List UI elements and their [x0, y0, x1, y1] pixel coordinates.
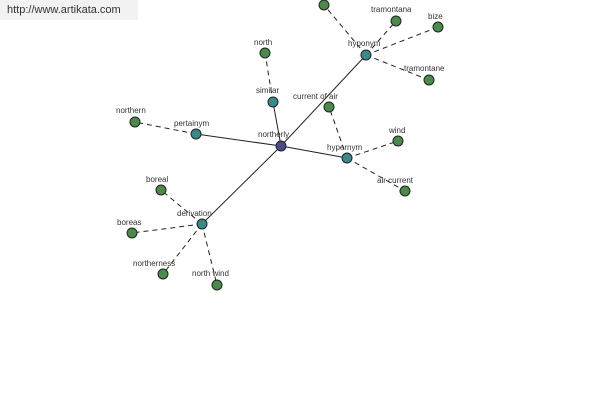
- edge-pertainym-to-northern: [134, 121, 197, 135]
- node-northerness[interactable]: [157, 268, 169, 280]
- nodes-layer: [126, 0, 444, 291]
- node-north-wind[interactable]: [211, 279, 223, 291]
- node-boreal[interactable]: [155, 184, 167, 196]
- edge-northerly-to-pertainym: [195, 133, 282, 147]
- node-northern[interactable]: [129, 116, 141, 128]
- node-bize[interactable]: [432, 21, 444, 33]
- node-boreas[interactable]: [126, 227, 138, 239]
- node-label-northern: northern: [116, 106, 146, 115]
- node-label-north: north: [254, 38, 272, 47]
- node-tramontana[interactable]: [390, 15, 402, 27]
- edge-hypernym-to-air_current: [346, 157, 406, 192]
- edge-northerly-to-similar: [272, 101, 282, 147]
- edge-northerly-to-hyponym: [280, 54, 367, 147]
- edges-layer: [131, 4, 439, 286]
- node-air-current[interactable]: [399, 185, 411, 197]
- node-label-northerly: northerly: [258, 130, 289, 139]
- node-label-tramontana: tramontana: [371, 5, 412, 14]
- edge-derivation-to-north_wind: [201, 223, 218, 286]
- node-wind[interactable]: [392, 135, 404, 147]
- edge-hyponym-to-tramontane: [365, 54, 430, 81]
- node-label-wind: wind: [388, 126, 405, 135]
- source-url-watermark[interactable]: http://www.artikata.com: [0, 0, 138, 20]
- labels-layer: northerly hyponym pertainym similar hypernym…: [116, 5, 445, 278]
- node-label-boreas: boreas: [117, 218, 141, 227]
- edge-northerly-to-hypernym: [280, 145, 348, 159]
- node-northerly[interactable]: [275, 140, 287, 152]
- node-label-hyponym: hyponym: [348, 39, 381, 48]
- edge-hyponym-to-hyponym_top: [323, 4, 367, 56]
- edge-hyponym-to-tramontana: [365, 20, 397, 56]
- node-hypernym[interactable]: [341, 152, 353, 164]
- edge-derivation-to-northerness: [162, 223, 203, 275]
- node-tramontane[interactable]: [423, 74, 435, 86]
- node-pertainym[interactable]: [190, 128, 202, 140]
- node-label-northerness: northerness: [133, 259, 175, 268]
- edge-hypernym-to-current_of_air: [328, 106, 348, 159]
- node-north[interactable]: [259, 47, 271, 59]
- node-hyponym[interactable]: [360, 49, 372, 61]
- node-label-air-current: air current: [377, 176, 414, 185]
- node-derivation[interactable]: [196, 218, 208, 230]
- node-label-boreal: boreal: [146, 175, 168, 184]
- edge-derivation-to-boreal: [160, 189, 203, 225]
- edge-derivation-to-boreas: [131, 223, 203, 234]
- node-label-current-of-air: current of air: [293, 92, 338, 101]
- edge-northerly-to-derivation: [201, 145, 282, 225]
- node-label-north-wind: north wind: [192, 269, 229, 278]
- node-label-pertainym: pertainym: [174, 119, 209, 128]
- node-similar[interactable]: [267, 96, 279, 108]
- node-label-hypernym: hypernym: [327, 143, 362, 152]
- node-hyponym-top[interactable]: [318, 0, 330, 11]
- node-label-similar: similar: [256, 86, 279, 95]
- node-label-derivation: derivation: [177, 209, 212, 218]
- node-label-bize: bize: [428, 12, 443, 21]
- node-current-of-air[interactable]: [323, 101, 335, 113]
- edge-hyponym-to-bize: [365, 26, 439, 56]
- node-label-tramontane: tramontane: [404, 64, 445, 73]
